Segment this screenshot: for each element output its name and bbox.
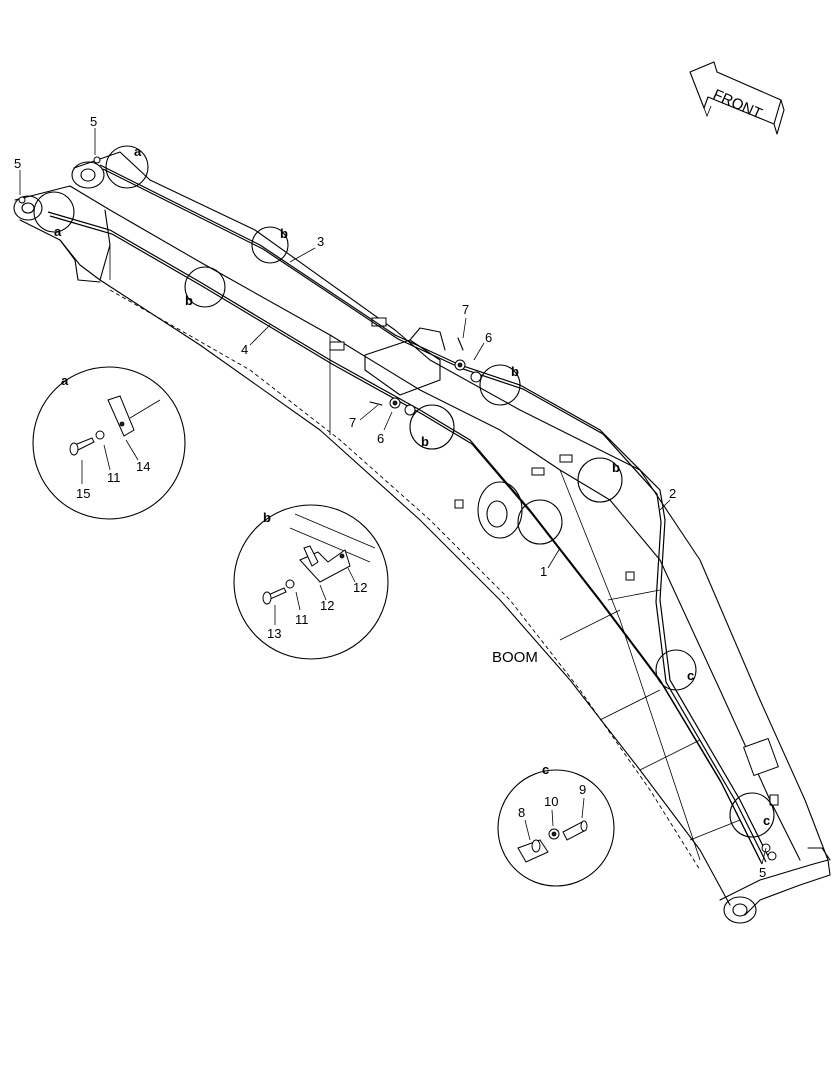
detail-a: a 15 11 14 [32,366,186,520]
marker-a-left: a [54,224,62,239]
callout-5-left: 5 [14,156,21,171]
marker-b-2: b [185,293,193,308]
detail-c-letter: c [542,762,549,777]
detail-a-part-11: 11 [107,470,121,485]
detail-a-part-15: 15 [76,486,90,501]
marker-b-3: b [511,364,519,379]
callout-5-top: 5 [90,114,97,129]
callout-1: 1 [540,564,547,579]
callout-7-upper: 7 [462,302,469,317]
detail-b-part-12-back: 12 [353,580,367,595]
detail-b-part-11: 11 [295,612,309,627]
detail-b-letter: b [263,510,271,525]
detail-a-part-14: 14 [136,459,150,474]
pipe-fittings [18,156,777,861]
detail-c-part-8: 8 [518,805,525,820]
marker-b-1: b [280,226,288,241]
detail-b-part-12-front: 12 [320,598,334,613]
boom-label: BOOM [492,649,538,666]
callout-6-upper: 6 [485,330,492,345]
front-arrow-icon: FRONT [689,61,785,135]
callout-5-bottom: 5 [759,865,766,880]
leader-lines [19,128,767,865]
marker-b-5: b [612,460,620,475]
detail-a-letter: a [61,373,69,388]
marker-circles [33,145,775,838]
detail-c-part-9: 9 [579,782,586,797]
callout-2: 2 [669,486,676,501]
boom-body [13,151,831,924]
front-label: FRONT [710,86,764,123]
detail-c: c 8 10 9 [497,762,615,887]
pipe-lines [47,164,771,865]
callout-4: 4 [241,342,248,357]
callout-3: 3 [317,234,324,249]
callout-6-lower: 6 [377,431,384,446]
marker-c-2: c [763,813,770,828]
callout-7-lower: 7 [349,415,356,430]
detail-c-part-10: 10 [544,794,558,809]
marker-b-4: b [421,434,429,449]
detail-b: b 13 11 12 12 [233,504,389,660]
detail-b-part-13: 13 [267,626,281,641]
marker-a-top: a [134,144,142,159]
marker-c-1: c [687,668,694,683]
